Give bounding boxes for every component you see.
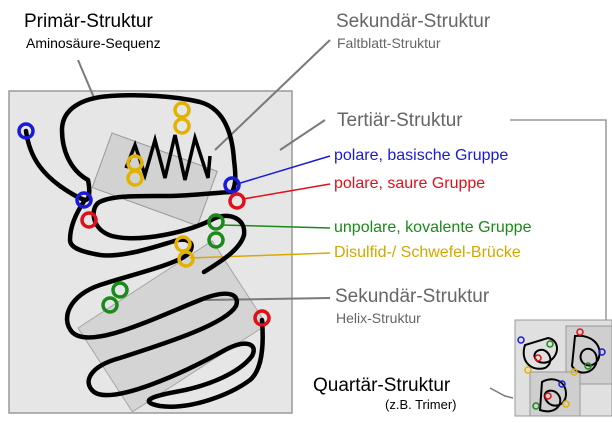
legend-polar-basic: polare, basische Gruppe	[334, 148, 508, 164]
sheet-subtitle: Faltblatt-Struktur	[337, 36, 440, 50]
quaternary-subtitle: (z.B. Trimer)	[385, 398, 457, 411]
legend-disulfide: Disulfid-/ Schwefel-Brücke	[334, 245, 521, 261]
helix-subtitle: Helix-Struktur	[336, 311, 421, 325]
quaternary-title: Quartär-Struktur	[313, 376, 450, 395]
helix-title: Sekundär-Struktur	[335, 287, 489, 306]
primary-title: Primär-Struktur	[24, 12, 153, 31]
primary-subtitle: Aminosäure-Sequenz	[26, 36, 161, 50]
tertiary-title: Tertiär-Struktur	[337, 111, 463, 130]
quaternary-thumbnail	[515, 320, 612, 416]
quaternary-pointer	[490, 388, 513, 398]
legend-polar-acidic: polare, saure Gruppe	[334, 176, 485, 192]
legend-nonpolar: unpolare, kovalente Gruppe	[334, 220, 531, 236]
sheet-title: Sekundär-Struktur	[336, 12, 490, 31]
